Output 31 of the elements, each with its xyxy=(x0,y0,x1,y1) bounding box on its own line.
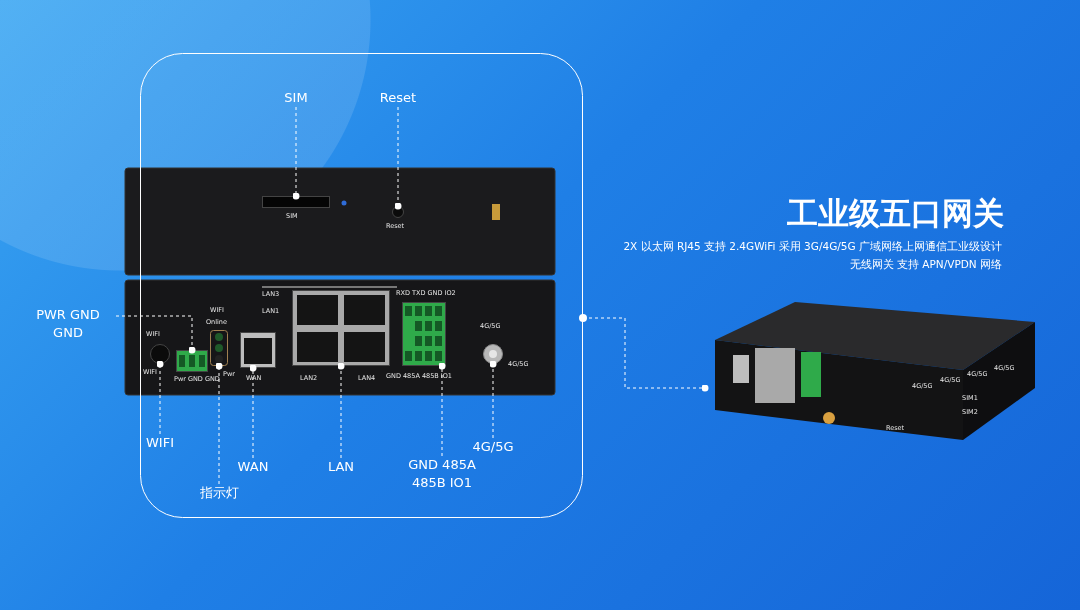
subtitle-text: 无线网关 支持 APN/VPDN 网络 xyxy=(849,258,1002,272)
callout-label: SIM xyxy=(280,89,312,107)
leader-line xyxy=(215,362,223,485)
leader-line xyxy=(394,106,402,210)
subtitle-text: 2X 以太网 RJ45 支持 2.4GWiFi 采用 3G/4G/5G 广域网络上网通信工业级设计 xyxy=(623,240,1002,254)
lan-ports xyxy=(292,290,390,366)
terminal-block xyxy=(402,302,446,366)
leader-line xyxy=(438,362,446,457)
reset-button xyxy=(392,206,404,218)
callout-label: LAN xyxy=(325,458,357,476)
callout-label: WAN xyxy=(234,458,272,476)
callout-label: WIFI xyxy=(142,434,178,452)
frame-outline xyxy=(140,53,588,518)
callout-label: 4G/5G xyxy=(468,438,518,456)
leader-line xyxy=(156,360,164,435)
leader-line xyxy=(337,362,345,459)
title: 工业级五口网关 xyxy=(787,194,1004,233)
callout-label: PWR GND GND xyxy=(20,306,116,342)
callout-label: 指示灯 xyxy=(197,484,241,502)
leader-line xyxy=(489,360,497,439)
leader-line xyxy=(249,364,257,459)
indicator-lights xyxy=(210,330,228,366)
wan-port xyxy=(240,332,276,368)
leader-line xyxy=(292,106,300,200)
antenna-connector xyxy=(483,344,503,364)
wifi-antenna-port xyxy=(150,344,170,364)
callout-label: Reset xyxy=(374,89,422,107)
leader-line xyxy=(115,315,196,354)
callout-label: GND 485A 485B IO1 xyxy=(396,456,488,492)
sim-slot xyxy=(262,196,330,208)
power-terminal xyxy=(176,350,208,372)
